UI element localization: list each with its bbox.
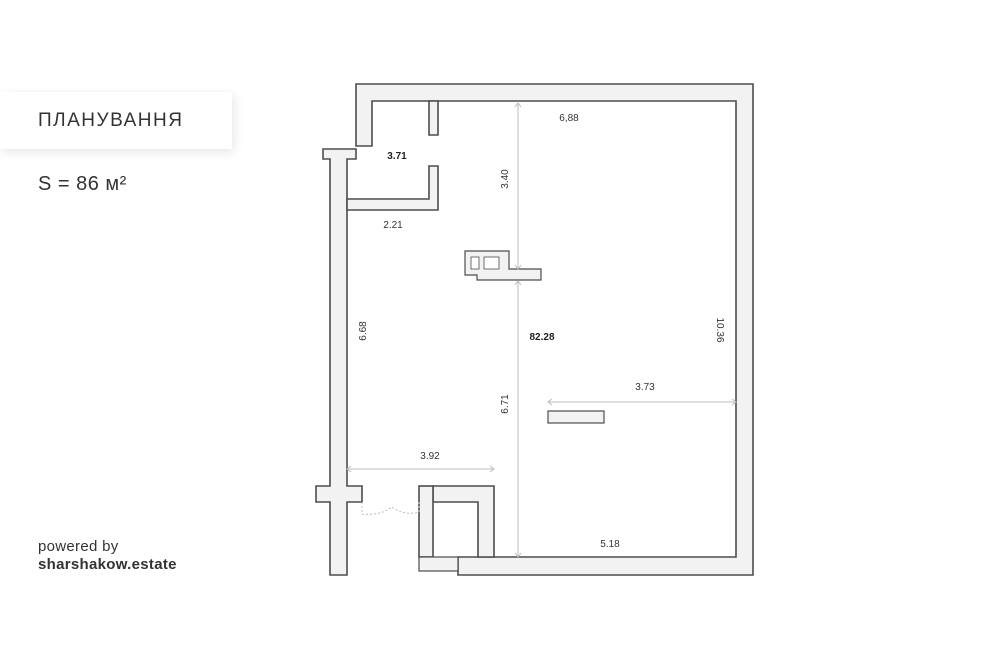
dim-arrow-inner xyxy=(547,398,737,406)
storage-wall-top xyxy=(428,100,439,136)
column-opening-1 xyxy=(470,256,480,270)
entrance-jamb xyxy=(418,485,434,558)
page-title: ПЛАНУВАННЯ xyxy=(38,109,184,131)
dim-storage-height: 3.40 xyxy=(500,169,511,189)
dim-bottom-width: 5.18 xyxy=(600,539,620,550)
door-threshold xyxy=(418,556,459,572)
door-swing xyxy=(361,506,420,515)
entrance-wall xyxy=(432,485,495,558)
main-area: 82.28 xyxy=(529,332,554,343)
total-area: S = 86 м² xyxy=(38,173,127,195)
dim-arrow-lower xyxy=(514,280,522,558)
dim-arrow-lower-width xyxy=(346,465,495,473)
dim-left-height: 6.68 xyxy=(358,321,369,341)
dim-right-height: 10.36 xyxy=(714,317,725,342)
dim-lower-width: 3.92 xyxy=(420,451,440,462)
dim-middle-height: 6.71 xyxy=(500,394,511,414)
dim-top-width: 6,88 xyxy=(559,113,579,124)
outer-wall-left xyxy=(315,148,363,576)
dim-inner-width: 3.73 xyxy=(635,382,655,393)
dim-storage-width: 2.21 xyxy=(383,220,403,231)
title-card: ПЛАНУВАННЯ xyxy=(0,92,232,149)
credit-powered-by: powered by xyxy=(38,538,119,555)
credit-brand[interactable]: sharshakow.estate xyxy=(38,556,177,573)
storage-wall-bottom xyxy=(346,165,439,211)
storage-area: 3.71 xyxy=(387,151,407,162)
column-opening-2 xyxy=(483,256,500,270)
outer-wall-top-right xyxy=(355,83,754,576)
partition-wall xyxy=(547,410,605,424)
dim-arrow-upper xyxy=(514,102,522,270)
